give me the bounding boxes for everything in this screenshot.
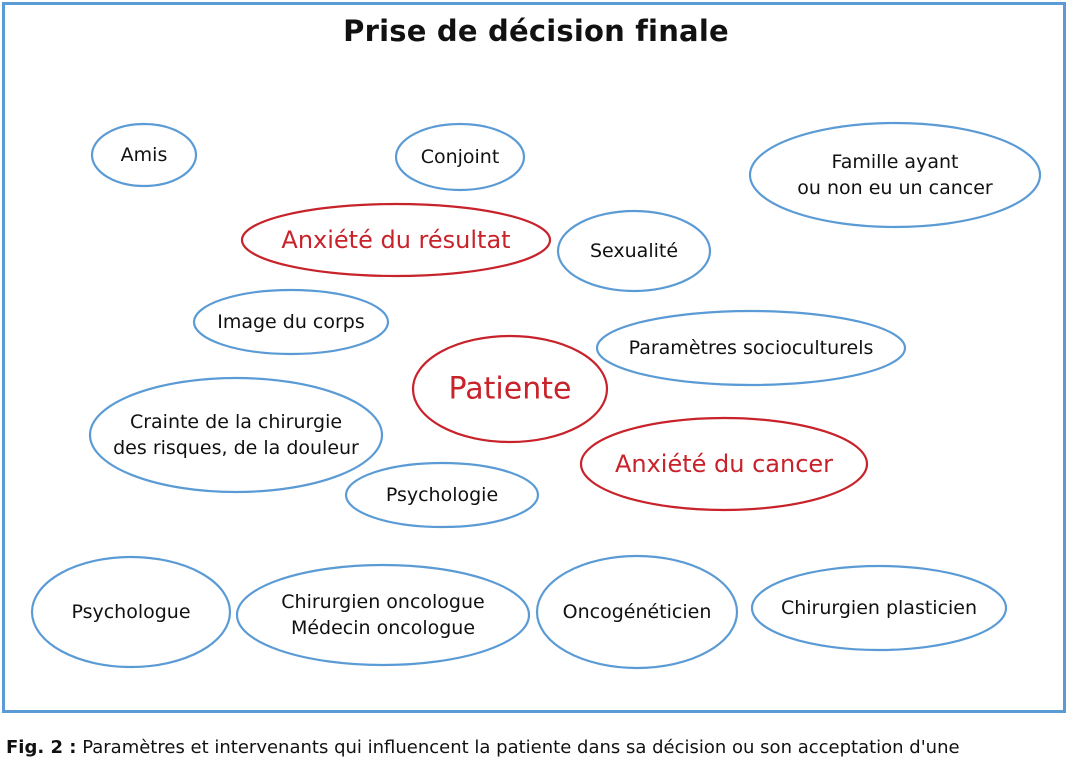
bubble-label: Psychologue	[71, 601, 190, 623]
bubble-outline	[411, 334, 609, 444]
bubble-label: Psychologie	[386, 484, 498, 506]
diagram-title: Prise de décision finale	[343, 14, 729, 48]
bubble-label: Famille ayant	[832, 151, 959, 173]
bubble-oncogeneticien: Oncogénéticien	[535, 554, 739, 670]
bubble-crainte: Crainte de la chirurgie des risques, de l…	[88, 376, 384, 494]
bubble-label: Sexualité	[590, 240, 678, 262]
bubble-label: ou non eu un cancer	[797, 177, 993, 199]
bubble-label: Médecin oncologue	[291, 617, 475, 639]
bubble-outline	[579, 416, 869, 512]
bubble-psychologue: Psychologue	[30, 555, 232, 669]
figure-caption-text: Paramètres et intervenants qui influence…	[82, 737, 960, 758]
bubble-label: Patiente	[449, 372, 572, 407]
bubble-outline	[235, 563, 531, 667]
bubble-chirurgien-plasticien: Chirurgien plasticien	[750, 564, 1008, 652]
bubble-label: des risques, de la douleur	[113, 437, 359, 459]
bubble-outline	[595, 309, 907, 387]
bubble-outline	[344, 461, 540, 529]
bubble-psychologie: Psychologie	[344, 461, 540, 529]
diagram-frame	[2, 2, 1066, 713]
bubble-label: Conjoint	[421, 146, 500, 168]
bubble-outline	[394, 122, 526, 192]
bubble-parametres: Paramètres socioculturels	[595, 309, 907, 387]
bubble-outline	[88, 376, 384, 494]
bubble-label: Image du corps	[217, 311, 365, 333]
bubble-label: Oncogénéticien	[563, 601, 712, 623]
bubble-patiente: Patiente	[411, 334, 609, 444]
bubble-famille: Famille ayant ou non eu un cancer	[748, 121, 1042, 229]
bubble-sexualite: Sexualité	[556, 209, 712, 293]
bubble-anxiete-cancer: Anxiété du cancer	[579, 416, 869, 512]
bubble-label: Chirurgien oncologue	[281, 591, 484, 613]
bubble-conjoint: Conjoint	[394, 122, 526, 192]
bubble-diagram: Amis Conjoint Famille ayant ou non eu un ca…	[30, 121, 1042, 670]
bubble-label: Anxiété du résultat	[281, 226, 510, 254]
bubble-outline	[192, 288, 390, 356]
bubble-label: Anxiété du cancer	[615, 450, 833, 478]
bubble-label: Paramètres socioculturels	[629, 337, 874, 359]
bubble-outline	[748, 121, 1042, 229]
figure-label: Fig. 2 :	[6, 737, 77, 758]
bubble-outline	[535, 554, 739, 670]
bubble-label: Amis	[121, 144, 168, 166]
bubble-outline	[240, 202, 552, 278]
bubble-outline	[556, 209, 712, 293]
bubble-outline	[90, 122, 198, 188]
bubble-image-corps: Image du corps	[192, 288, 390, 356]
figure-caption: Fig. 2 : Paramètres et intervenants qui …	[6, 737, 1072, 758]
bubble-outline	[750, 564, 1008, 652]
bubble-amis: Amis	[90, 122, 198, 188]
bubble-label: Crainte de la chirurgie	[130, 411, 342, 433]
bubble-anxiete-resultat: Anxiété du résultat	[240, 202, 552, 278]
bubble-outline	[30, 555, 232, 669]
bubble-label: Chirurgien plasticien	[781, 597, 977, 619]
